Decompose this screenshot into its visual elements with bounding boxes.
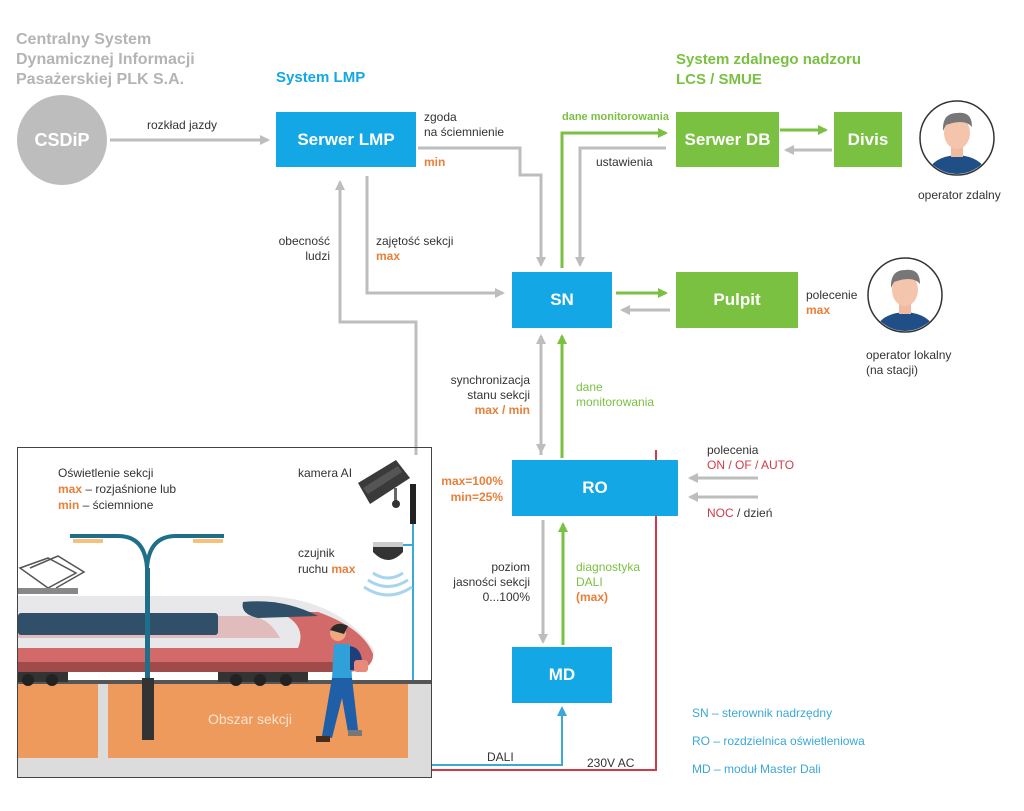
csdip-title-line3: Pasażerskiej PLK S.A. [16, 71, 185, 88]
label-dali: DALI [487, 750, 514, 764]
label-polecenia-value: ON / OF / AUTO [707, 458, 795, 472]
csdip-title-line2: Dynamicznej Informacji [16, 51, 195, 68]
label-rozklad: rozkład jazdy [147, 118, 218, 132]
lighting-max-desc: – rozjaśnione lub [82, 482, 177, 496]
label-sync-value: max / min [474, 403, 530, 417]
edge-obecnosc [335, 180, 418, 455]
edge-zgoda [418, 146, 546, 267]
node-ro[interactable]: RO [512, 460, 678, 516]
label-noc: NOC [707, 506, 734, 520]
node-serwer-lmp[interactable]: Serwer LMP [276, 112, 416, 167]
section-area-label: Obszar sekcji [208, 711, 293, 727]
label-dane-2: monitorowania [576, 395, 655, 409]
motion-sensor-icon [363, 542, 413, 597]
sensor-label-1: czujnik [298, 546, 335, 560]
pantograph-icon [18, 555, 86, 589]
platform-section-left [18, 684, 98, 758]
operator-local-avatar[interactable] [866, 254, 944, 336]
node-serwer-lmp-label: Serwer LMP [297, 129, 395, 149]
label-obecnosc-1: obecność [278, 234, 330, 248]
label-ro-min: min=25% [450, 490, 503, 504]
label-diag-1: diagnostyka [576, 560, 641, 574]
label-zajetosc: zajętość sekcji [376, 234, 454, 248]
lighting-max-word: max [58, 482, 83, 496]
remote-system-title-line1: System zdalnego nadzoru [676, 51, 862, 68]
sensor-value: max [331, 562, 356, 576]
lighting-min-desc: – ściemnione [79, 498, 154, 512]
label-zgoda-1: zgoda [424, 110, 457, 124]
camera-label: kamera AI [298, 466, 353, 480]
label-230v: 230V AC [587, 756, 635, 770]
lighting-min-word: min [58, 498, 80, 512]
edge-zajetosc [365, 176, 505, 298]
label-ro-max: max=100% [441, 474, 503, 488]
label-obecnosc-2: ludzi [305, 249, 330, 263]
label-polecenie: polecenie [806, 288, 858, 302]
lmp-system-title: System LMP [276, 69, 366, 86]
label-poziom-1: poziom [491, 560, 530, 574]
label-dane-1: dane [576, 380, 603, 394]
street-lamp-icon [70, 534, 224, 740]
operator-local-label-2: (na stacji) [866, 363, 919, 377]
label-diag-value: (max) [576, 590, 609, 604]
label-sync-2: stanu sekcji [467, 388, 530, 402]
camera-ai-icon [358, 460, 416, 524]
label-polecenie-value: max [806, 303, 831, 317]
remote-system-title-line2: LCS / SMUE [676, 71, 762, 88]
lighting-title: Oświetlenie sekcji [58, 466, 154, 480]
label-polecenia: polecenia [707, 443, 759, 457]
node-sn-label: SN [550, 290, 574, 309]
node-serwer-db[interactable]: Serwer DB [676, 112, 779, 167]
label-poziom-3: 0...100% [482, 590, 530, 604]
node-sn[interactable]: SN [512, 272, 612, 328]
operator-remote-avatar[interactable] [918, 97, 996, 179]
dali-to-md [413, 706, 567, 766]
label-ustawienia: ustawienia [596, 155, 653, 169]
node-pulpit[interactable]: Pulpit [676, 272, 798, 328]
label-zgoda-2: na ściemnienie [424, 125, 505, 139]
platform-section-main [108, 684, 408, 758]
csdip-title-line1: Centralny System [16, 31, 152, 48]
node-divis[interactable]: Divis [834, 112, 902, 167]
label-dzien: / dzień [733, 506, 773, 520]
legend-md: MD – moduł Master Dali [692, 762, 821, 776]
node-serwer-db-label: Serwer DB [684, 129, 771, 149]
node-csdip[interactable]: CSDiP [17, 95, 107, 185]
label-zajetosc-value: max [376, 249, 401, 263]
node-ro-label: RO [582, 478, 608, 497]
station-scene: Oświetlenie sekcji max – rozjaśnione lub… [17, 447, 432, 778]
edge-ustawienia [575, 146, 666, 267]
label-zgoda-value: min [424, 155, 446, 169]
node-md[interactable]: MD [512, 647, 612, 703]
node-divis-label: Divis [847, 129, 889, 149]
operator-local-label-1: operator lokalny [866, 348, 952, 362]
label-diag-2: DALI [576, 575, 603, 589]
edge-dane-monitorowania-top [560, 128, 668, 268]
train-icon [18, 596, 374, 686]
label-poziom-2: jasności sekcji [453, 575, 530, 589]
node-md-label: MD [548, 665, 576, 684]
sensor-label-2: ruchu [298, 562, 332, 576]
label-sync-1: synchronizacja [450, 373, 530, 387]
node-pulpit-label: Pulpit [713, 290, 761, 309]
legend-ro: RO – rozdzielnica oświetleniowa [692, 734, 865, 748]
operator-remote-label: operator zdalny [918, 188, 1001, 202]
node-csdip-label: CSDiP [34, 129, 90, 150]
label-dane-monitorowania-top: dane monitorowania [562, 111, 669, 123]
passenger-icon [316, 623, 368, 742]
legend-sn: SN – sterownik nadrzędny [692, 706, 833, 720]
scene-illustration [18, 460, 431, 777]
